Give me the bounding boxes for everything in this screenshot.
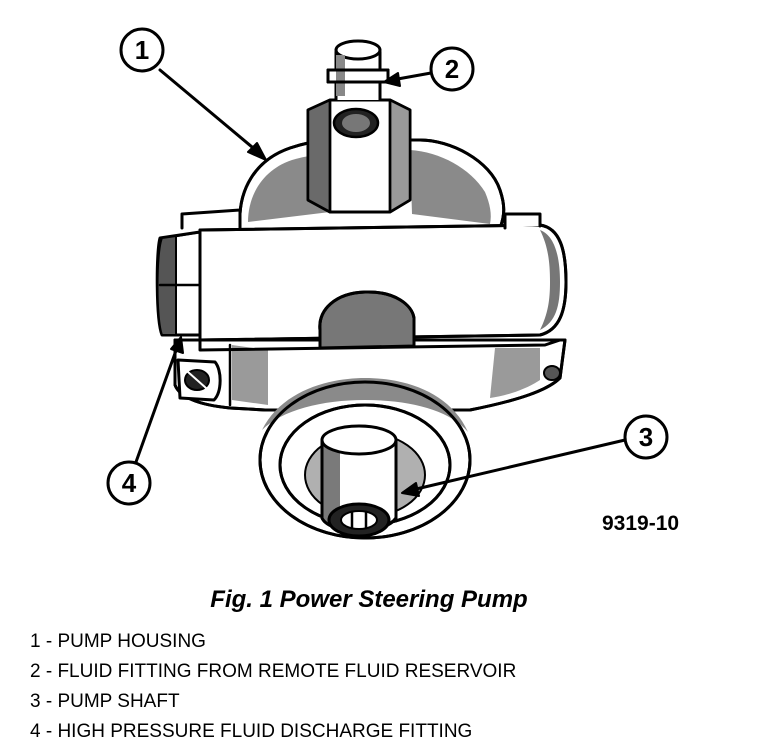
- mount-body: [173, 338, 567, 412]
- callout-3-number: 3: [639, 422, 653, 452]
- callout-3-arrowhead: [401, 482, 420, 497]
- housing-dome-shade-right: [410, 150, 491, 224]
- callout-3-leader: [410, 438, 627, 492]
- callout-4-circle: [106, 460, 152, 506]
- callout-1: 1: [119, 27, 267, 161]
- mount-body-shade-right: [490, 348, 540, 398]
- callout-4-arrowhead: [170, 336, 184, 354]
- legend-item-1: 1 - PUMP HOUSING: [30, 631, 206, 652]
- mount-body-shade: [232, 345, 268, 405]
- legend-item-4: 4 - HIGH PRESSURE FLUID DISCHARGE FITTIN…: [30, 721, 473, 742]
- callout-4-leader: [134, 343, 180, 464]
- pump-shaft: [320, 424, 398, 538]
- cylinder-top-flange: [180, 208, 242, 230]
- legend-item-2: 2 - FLUID FITTING FROM REMOTE FLUID RESE…: [30, 661, 517, 682]
- figure-code: 9319-10: [602, 512, 680, 535]
- legend-list: 1 - PUMP HOUSING 2 - FLUID FITTING FROM …: [30, 627, 516, 747]
- callout-4: 4: [106, 336, 184, 506]
- mount-bolt-right: [543, 365, 561, 381]
- legend-item-3: 3 - PUMP SHAFT: [30, 691, 180, 712]
- pump-shaft-top: [320, 424, 398, 456]
- callout-2-arrowhead: [383, 72, 401, 87]
- callout-1-leader: [158, 68, 260, 154]
- reservoir-fitting: [306, 39, 412, 214]
- callout-3: 3: [401, 414, 669, 497]
- callout-3-circle: [623, 414, 669, 460]
- cylinder-shade-end: [540, 230, 560, 330]
- callout-2-number: 2: [445, 54, 459, 84]
- callout-2-circle: [429, 46, 475, 92]
- callout-1-arrowhead: [247, 142, 267, 161]
- figure-caption: Fig. 1 Power Steering Pump: [210, 586, 528, 613]
- main-cylinder: [180, 208, 568, 352]
- reservoir-fitting-tip: [334, 39, 382, 61]
- discharge-fitting: [155, 230, 202, 337]
- callout-1-circle: [119, 27, 165, 73]
- callout-1-number: 1: [135, 35, 149, 65]
- pump-diagram: 1 2 3 4: [106, 27, 669, 540]
- callout-2: 2: [383, 46, 475, 92]
- callout-4-number: 4: [122, 468, 137, 498]
